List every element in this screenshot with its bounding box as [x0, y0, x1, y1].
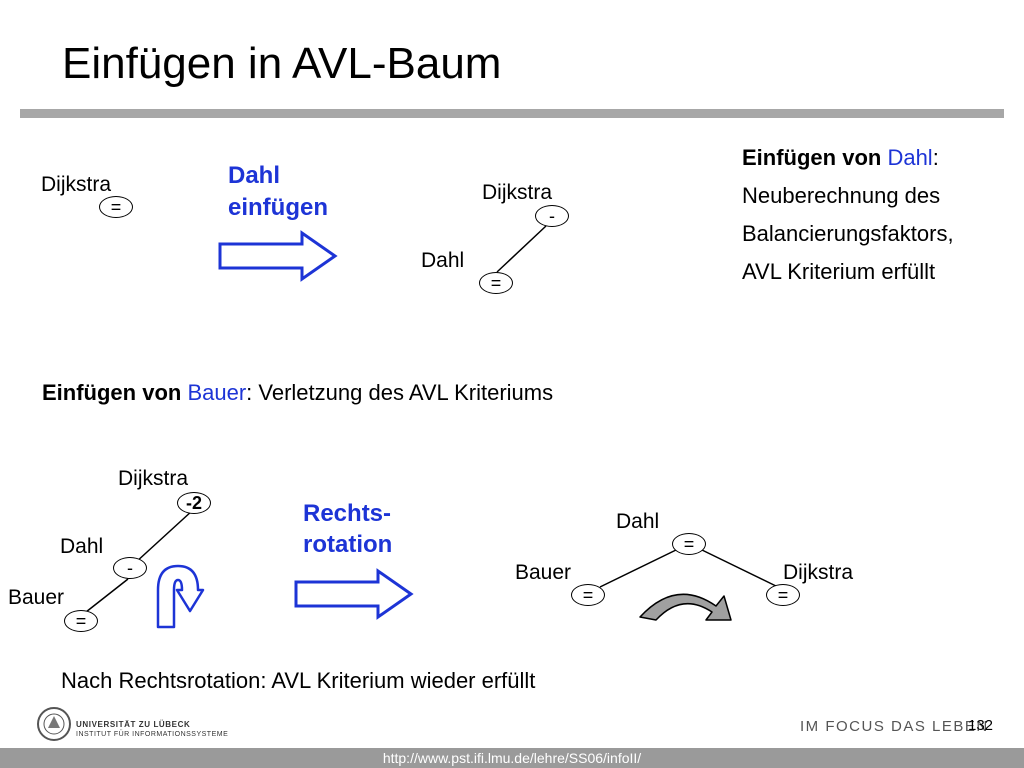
balance-badge: - [535, 205, 569, 227]
balance-badge: = [64, 610, 98, 632]
node-label-dijkstra: Dijkstra [482, 181, 553, 204]
action-label-line1: Dahl [228, 162, 281, 189]
note-right: Einfügen von Dahl: Neuberechnung des Bal… [742, 139, 954, 291]
arrow-right-icon [218, 230, 338, 282]
note-line: Neuberechnung des [742, 183, 941, 208]
heading-rest: : Verletzung des AVL Kriteriums [246, 380, 554, 405]
rotation-curve-icon [639, 593, 732, 621]
conclusion-text: Nach Rechtsrotation: AVL Kriterium wiede… [61, 668, 536, 693]
balance-badge: = [766, 584, 800, 606]
section-heading: Einfügen von Bauer: Verletzung des AVL K… [42, 380, 553, 406]
title-divider [20, 109, 1004, 118]
footer-bar [0, 748, 1024, 768]
edge-dahl-bauer-2 [85, 578, 129, 613]
balance-badge: - [113, 557, 147, 579]
university-seal-icon [37, 707, 71, 741]
balance-badge: = [479, 272, 513, 294]
edge-dahl-dijkstra-3 [701, 549, 779, 588]
source-url[interactable]: http://www.pst.ifi.lmu.de/lehre/SS06/inf… [382, 750, 642, 766]
page-number: 132 [968, 717, 994, 734]
university-name: UNIVERSITÄT ZU LÜBECK [76, 720, 191, 729]
node-label-dahl: Dahl [616, 510, 660, 533]
node-label-dijkstra: Dijkstra [118, 467, 189, 490]
balance-badge: = [571, 584, 605, 606]
slogan: IM FOCUS DAS LEBEN [800, 718, 989, 735]
balance-badge: -2 [177, 492, 211, 514]
node-label-dahl: Dahl [421, 249, 465, 272]
node-label-dijkstra: Dijkstra [783, 561, 854, 584]
rotate-hook-icon [156, 564, 205, 629]
node-label-bauer: Bauer [8, 586, 65, 609]
edge-dijkstra-dahl-2 [134, 509, 194, 564]
action-label-line1: Rechts- [303, 500, 392, 527]
slide-title: Einfügen in AVL-Baum [62, 39, 502, 88]
action-label-line2: einfügen [228, 194, 328, 221]
note-line: AVL Kriterium erfüllt [742, 259, 936, 284]
node-label-dijkstra: Dijkstra [41, 173, 112, 196]
note-bold: Einfügen von [742, 145, 882, 170]
note-colon: : [932, 145, 939, 170]
heading-highlight: Bauer [187, 380, 247, 405]
balance-badge: = [99, 196, 133, 218]
note-line: Balancierungsfaktors, [742, 221, 954, 246]
heading-bold: Einfügen von [42, 380, 182, 405]
balance-badge: = [672, 533, 706, 555]
action-label-line2: rotation [303, 531, 393, 558]
node-label-dahl: Dahl [60, 535, 104, 558]
note-highlight: Dahl [887, 145, 933, 170]
arrow-right-icon [294, 568, 414, 620]
edge-dijkstra-dahl-1 [496, 225, 547, 273]
institute-name: INSTITUT FÜR INFORMATIONSSYSTEME [76, 731, 229, 738]
node-label-bauer: Bauer [515, 561, 572, 584]
edge-dahl-bauer-3 [599, 549, 677, 588]
